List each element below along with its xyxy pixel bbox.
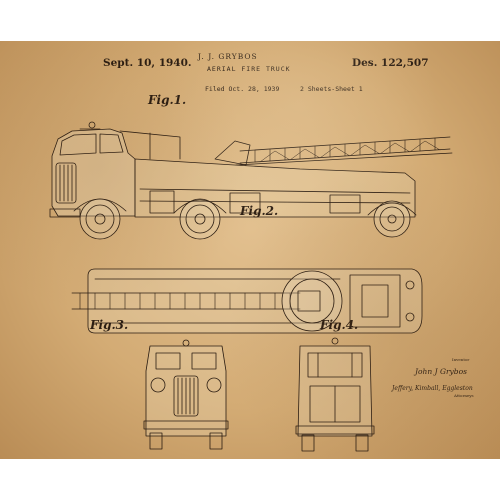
fig1-side-view-drawing: [49, 121, 453, 240]
fig2-top-view-drawing: [71, 268, 423, 334]
patent-print: Sept. 10, 1940. J. J. GRYBOS Des. 122,50…: [0, 41, 500, 459]
fig3-front-view-drawing: [143, 339, 229, 450]
patent-filed-date: Filed Oct. 28, 1939: [205, 85, 280, 93]
patent-sheets: 2 Sheets-Sheet 1: [300, 85, 363, 93]
fig3-label: Fig.3.: [90, 318, 129, 332]
patent-drawings: [49, 121, 453, 452]
attorney-signature: Jeffery, Kimball, Eggleston: [392, 385, 473, 392]
fig1-label: Fig.1.: [148, 93, 187, 107]
inventor-label: Inventor: [452, 357, 470, 362]
patent-title: AERIAL FIRE TRUCK: [207, 65, 291, 73]
fig2-label: Fig.2.: [240, 204, 279, 218]
patent-inventor-name: J. J. GRYBOS: [198, 52, 258, 61]
patent-design-number: Des. 122,507: [352, 57, 429, 69]
patent-date: Sept. 10, 1940.: [103, 57, 192, 69]
fig4-label: Fig.4.: [320, 318, 359, 332]
inventor-signature: John J Grybos: [415, 367, 467, 376]
fig4-rear-view-drawing: [295, 337, 375, 452]
attorney-label: Attorneys: [454, 393, 474, 398]
